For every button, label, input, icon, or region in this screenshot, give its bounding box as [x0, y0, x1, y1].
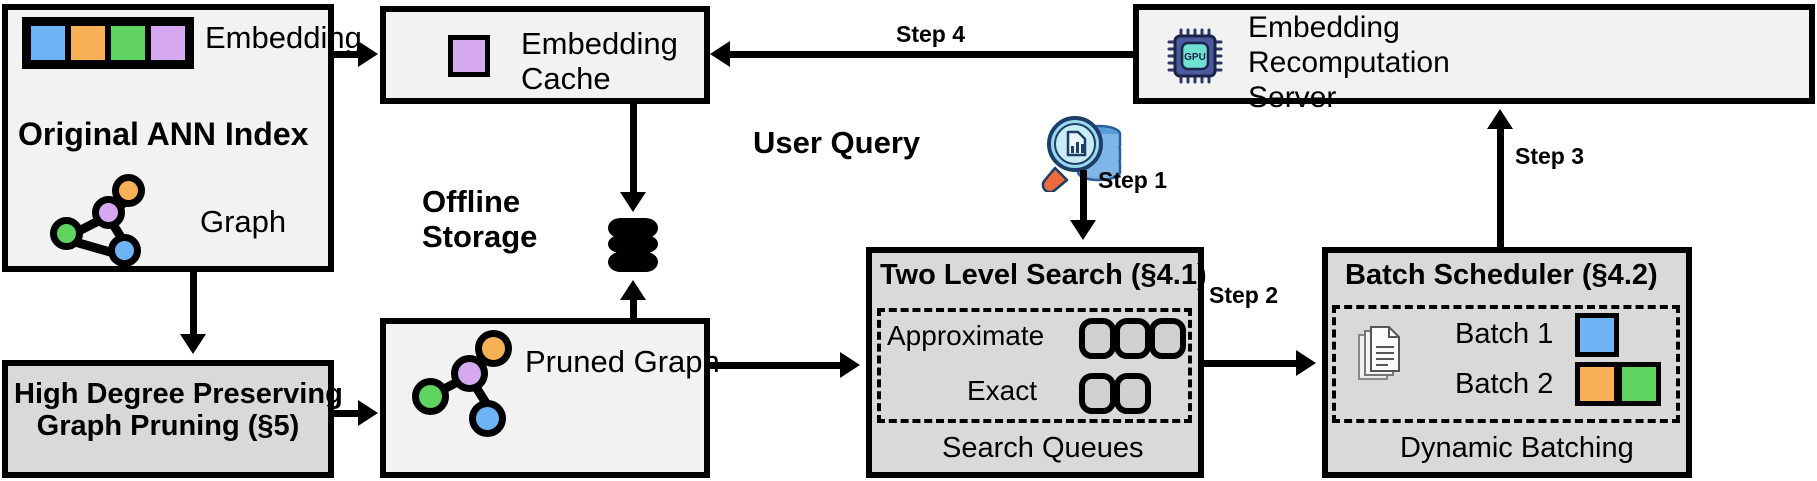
- arrowhead-index-to-pruning: [180, 334, 206, 354]
- batch-2-label: Batch 2: [1455, 368, 1554, 400]
- graph-node-purple: [92, 196, 125, 229]
- two-level-search-title: Two Level Search (§4.1): [880, 259, 1207, 291]
- exact-slot-2: [1114, 373, 1151, 414]
- exact-slot-1: [1079, 373, 1116, 414]
- embedding-cache-box: [380, 6, 710, 104]
- batch-1-label: Batch 1: [1455, 318, 1554, 350]
- search-queues-panel: [877, 308, 1192, 423]
- pruned-graph: [0, 0, 512, 437]
- connector-index-to-pruning: [190, 272, 197, 336]
- search-database-icon: [1041, 116, 1122, 192]
- graph-node-blue: [108, 234, 141, 267]
- graph-node-green: [50, 217, 83, 250]
- documents-icon: [1358, 326, 1400, 380]
- recomputation-server-box: [1133, 4, 1815, 104]
- embedding-label: Embedding: [205, 20, 362, 55]
- arrowhead-index-to-cache: [358, 41, 378, 67]
- search-queues-footer: Search Queues: [942, 432, 1144, 464]
- embedding-swatch-blue: [28, 23, 68, 63]
- pruned-graph-label: Pruned Graph: [525, 344, 720, 379]
- step-2-label: Step 2: [1209, 282, 1279, 308]
- approximate-row-label: Approximate: [887, 320, 1045, 351]
- step-1-label: Step 1: [1098, 167, 1168, 193]
- graph-label: Graph: [200, 204, 287, 239]
- batch-2-swatch-green: [1617, 362, 1661, 406]
- connector-step1: [1080, 170, 1087, 222]
- graph-pruning-title: High Degree Preserving Graph Pruning (§5…: [14, 378, 343, 443]
- gpu-chip-icon: GPU: [1167, 28, 1223, 84]
- exact-row-label: Exact: [967, 375, 1038, 406]
- pruned-node-green: [412, 378, 449, 415]
- pruned-node-orange: [475, 330, 512, 367]
- pruned-node-purple: [451, 355, 488, 392]
- connector-step3: [1497, 129, 1504, 249]
- dynamic-batching-footer: Dynamic Batching: [1400, 432, 1634, 464]
- arrowhead-step3: [1487, 109, 1513, 129]
- embedding-swatch-purple: [148, 23, 188, 63]
- step-3-label: Step 3: [1515, 143, 1585, 169]
- recomputation-server-title: Embedding Recomputation Server: [1248, 11, 1450, 114]
- connector-pruned-to-storage: [630, 300, 637, 320]
- user-query-label: User Query: [753, 125, 921, 160]
- arrowhead-pruned-to-storage: [620, 280, 646, 300]
- offline-storage-label: Offline Storage: [422, 184, 538, 254]
- pruned-node-blue: [469, 400, 506, 437]
- cyl-band-2: [608, 235, 658, 253]
- connector-step2: [1204, 360, 1296, 367]
- database-cylinder-icon: [608, 218, 658, 274]
- connector-index-to-cache: [334, 51, 362, 58]
- connector-step4: [730, 51, 1135, 58]
- arrowhead-cache-to-storage: [620, 192, 646, 212]
- cyl-band-1: [608, 218, 658, 238]
- embedding-cache-swatch: [448, 35, 490, 77]
- embedding-cache-title: Embedding Cache: [521, 26, 678, 96]
- dynamic-batching-panel: [1332, 305, 1680, 423]
- gpu-chip-label: GPU: [1184, 52, 1206, 63]
- connector-pruned-to-search: [710, 362, 840, 369]
- batch-1-swatch-blue: [1575, 313, 1619, 357]
- two-level-search-box: [866, 247, 1204, 478]
- cyl-band-3: [608, 252, 658, 272]
- connector-cache-to-storage: [630, 104, 637, 196]
- step-4-label: Step 4: [896, 21, 966, 47]
- embedding-swatch-strip: [22, 17, 194, 69]
- arrowhead-step1: [1070, 220, 1096, 240]
- arrowhead-step2: [1296, 350, 1316, 376]
- approximate-slot-3: [1149, 318, 1186, 359]
- graph-pruning-title-text: High Degree Preserving Graph Pruning (§5…: [14, 378, 343, 443]
- original-ann-index-title: Original ANN Index: [18, 116, 309, 152]
- embedding-swatch-orange: [68, 23, 108, 63]
- approximate-slot-1: [1079, 318, 1116, 359]
- batch-2-swatch-orange: [1575, 362, 1619, 406]
- embedding-swatch-green: [108, 23, 148, 63]
- original-graph: [0, 0, 200, 267]
- connector-pruning-to-pruned: [334, 410, 362, 417]
- arrowhead-step4: [710, 41, 730, 67]
- magnifier: [1041, 116, 1103, 192]
- arrowhead-pruned-to-search: [840, 352, 860, 378]
- approximate-slot-2: [1114, 318, 1151, 359]
- graph-pruning-box: [2, 360, 334, 478]
- batch-scheduler-title: Batch Scheduler (§4.2): [1345, 259, 1658, 291]
- arrowhead-pruning-to-pruned: [358, 400, 378, 426]
